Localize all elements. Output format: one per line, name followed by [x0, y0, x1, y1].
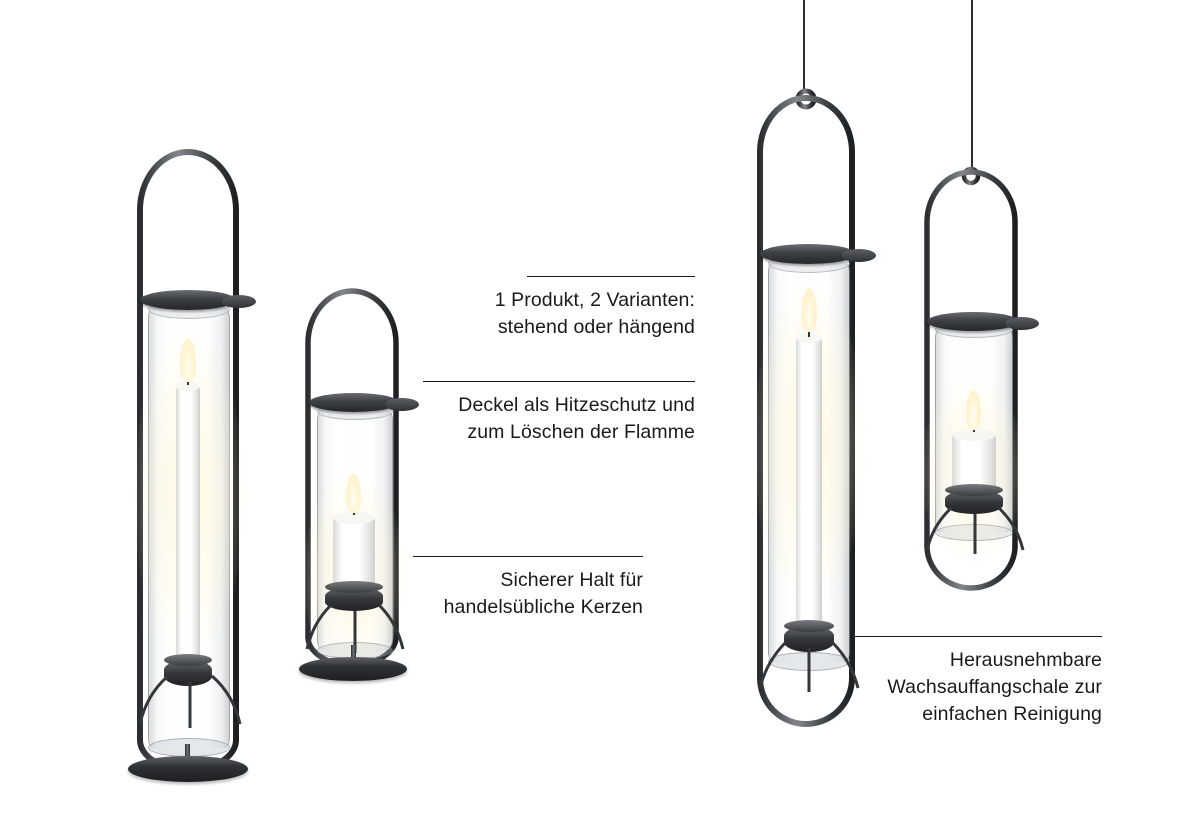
- lantern-standing-tall: [110, 140, 270, 800]
- annotation-rule-waxpan: [855, 636, 1102, 637]
- base-stem: [185, 744, 190, 766]
- annotation-lid: Deckel als Hitzeschutz und zum Löschen d…: [458, 394, 695, 443]
- lid-disc: [760, 244, 856, 264]
- lid-tab: [842, 249, 876, 262]
- wax-pan-supports: [138, 674, 242, 728]
- candle-flame: [801, 288, 817, 332]
- lantern-hanging-small: [905, 160, 1045, 610]
- candle-top: [176, 382, 200, 391]
- annotation-waxpan: Herausnehmbare Wachsauffangschale zur ei…: [887, 649, 1102, 725]
- lid-tab: [1005, 317, 1039, 330]
- candle-stick: [796, 338, 822, 628]
- candle-flame: [346, 473, 361, 513]
- wax-pan-supports: [925, 506, 1025, 554]
- candle-flame: [966, 390, 981, 430]
- lid-disc: [309, 393, 399, 412]
- candle-top: [952, 429, 996, 441]
- annotation-rule-lid: [423, 381, 695, 382]
- hanging-cord: [803, 0, 805, 92]
- hanging-cord: [971, 0, 973, 170]
- wax-pan-supports: [758, 640, 860, 692]
- lid-disc: [927, 312, 1019, 331]
- candle-stick: [176, 386, 200, 662]
- annotation-rule-variants: [527, 276, 695, 277]
- annotation-rule-hold: [413, 556, 643, 557]
- wax-pan-rim: [164, 654, 212, 666]
- candle-top: [333, 512, 375, 524]
- handle-hoop-icon: [137, 149, 239, 760]
- lid-disc: [140, 290, 236, 310]
- lantern-standing-small: [285, 285, 425, 705]
- wax-pan-rim: [784, 620, 834, 632]
- base-disc: [128, 756, 248, 782]
- annotation-hold: Sicherer Halt für handelsübliche Kerzen: [443, 569, 643, 618]
- base-stem: [351, 645, 356, 665]
- wax-pan-rim: [945, 484, 1003, 496]
- candle-top: [796, 333, 822, 343]
- annotation-variants: 1 Produkt, 2 Varianten: stehend oder hän…: [494, 289, 695, 338]
- candle-flame: [180, 338, 196, 382]
- wax-pan-rim: [325, 581, 383, 593]
- lid-tab: [385, 398, 419, 411]
- handle-hoop-icon: [757, 88, 855, 727]
- lid-tab: [222, 295, 256, 308]
- base-disc: [299, 657, 407, 681]
